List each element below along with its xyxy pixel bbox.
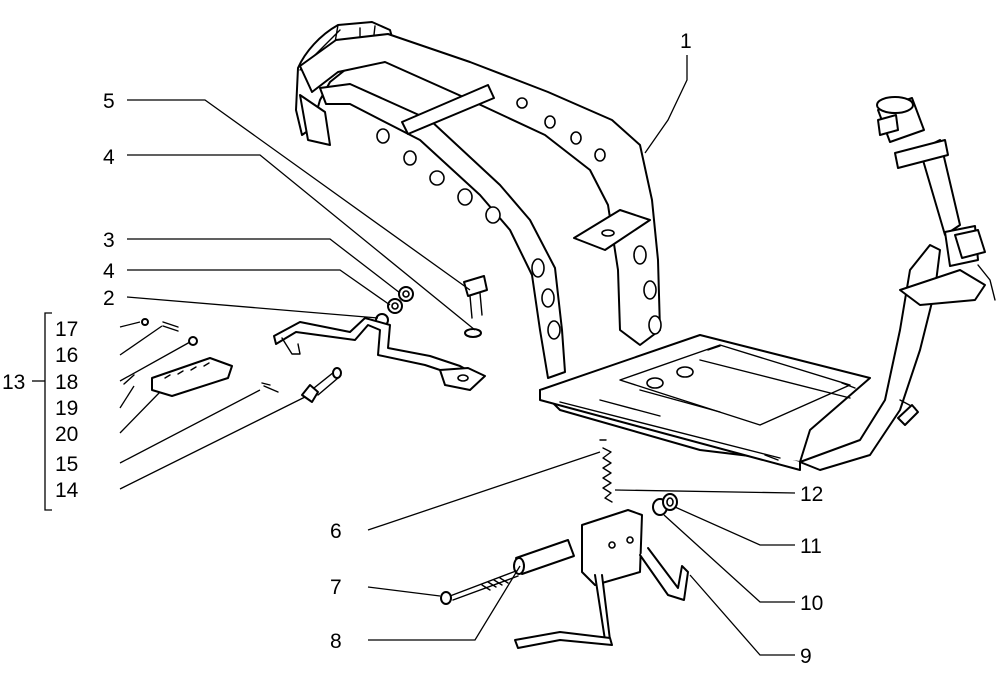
callout-2: 2 [103, 287, 115, 310]
callout-14: 14 [55, 479, 79, 502]
callout-13: 13 [2, 371, 25, 394]
callout-19: 19 [55, 397, 78, 420]
callout-4-upper: 4 [103, 146, 115, 169]
callout-12: 12 [800, 483, 823, 506]
frame-part [295, 21, 996, 471]
callout-8: 8 [330, 630, 342, 653]
callout-16: 16 [55, 344, 78, 367]
callout-labels: 1 5 4 3 4 2 17 16 18 13 19 20 15 14 6 7 … [2, 30, 823, 668]
callout-5: 5 [103, 90, 115, 113]
callout-4-lower: 4 [103, 260, 115, 283]
callout-7: 7 [330, 576, 342, 599]
callout-10: 10 [800, 592, 823, 615]
center-stand [440, 439, 689, 649]
callout-3: 3 [103, 229, 115, 252]
callout-1: 1 [680, 30, 692, 53]
callout-11: 11 [800, 535, 822, 558]
callout-17: 17 [55, 318, 78, 341]
leader-lines [32, 55, 796, 656]
callout-6: 6 [330, 520, 342, 543]
callout-20: 20 [55, 423, 78, 446]
callout-9: 9 [800, 645, 812, 668]
callout-15: 15 [55, 453, 78, 476]
brake-pedal-assembly [123, 275, 488, 403]
callout-18: 18 [55, 371, 78, 394]
